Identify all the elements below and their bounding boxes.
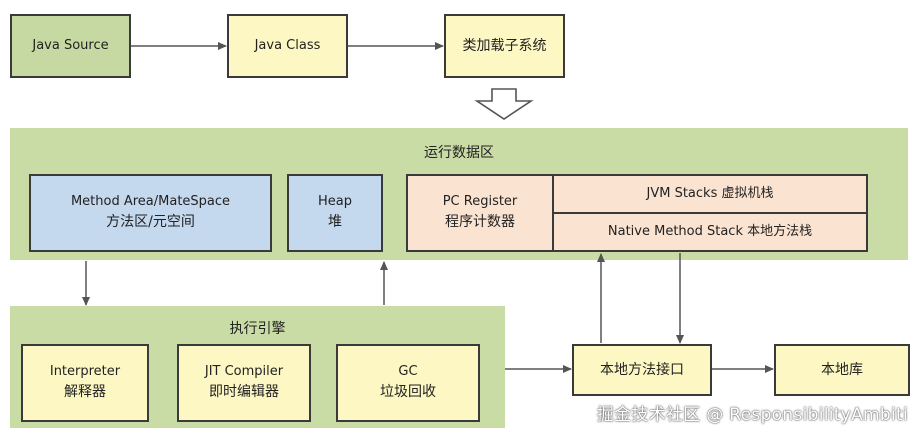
native-library-box: 本地库 xyxy=(774,344,910,396)
gc-box: GC 垃圾回收 xyxy=(336,344,480,422)
pc-register-label-en: PC Register xyxy=(442,194,518,210)
jit-compiler-label-en: JIT Compiler xyxy=(204,364,284,380)
method-area-label-cn: 方法区/元空间 xyxy=(106,214,195,231)
jvm-stacks-label: JVM Stacks 虚拟机栈 xyxy=(646,185,774,201)
method-area-label-en: Method Area/MateSpace xyxy=(70,194,231,210)
heap-label-en: Heap xyxy=(318,194,352,210)
runtime-data-area-title: 运行数据区 xyxy=(424,145,494,161)
gc-label-cn: 垃圾回收 xyxy=(380,384,436,401)
interpreter-label-cn: 解释器 xyxy=(64,384,106,401)
native-method-stack-box: Native Method Stack 本地方法栈 xyxy=(552,212,868,252)
java-source-box: Java Source xyxy=(10,14,131,78)
native-library-label: 本地库 xyxy=(821,361,863,378)
native-interface-box: 本地方法接口 xyxy=(572,344,712,396)
native-method-stack-label: Native Method Stack 本地方法栈 xyxy=(607,223,813,239)
method-area-box: Method Area/MateSpace 方法区/元空间 xyxy=(29,174,272,252)
pc-register-label-cn: 程序计数器 xyxy=(445,214,515,231)
loader-down-hollow-arrow xyxy=(474,88,534,120)
java-source-label: Java Source xyxy=(32,37,109,53)
execution-engine-title: 执行引擎 xyxy=(229,321,286,337)
jit-compiler-box: JIT Compiler 即时编辑器 xyxy=(177,344,311,422)
java-class-box: Java Class xyxy=(227,14,348,78)
gc-label-en: GC xyxy=(398,364,418,380)
interpreter-box: Interpreter 解释器 xyxy=(21,344,149,422)
class-loader-label: 类加载子系统 xyxy=(462,37,547,54)
native-interface-label: 本地方法接口 xyxy=(600,361,684,378)
class-loader-box: 类加载子系统 xyxy=(444,14,565,78)
interpreter-label-en: Interpreter xyxy=(49,364,121,380)
heap-label-cn: 堆 xyxy=(328,214,342,231)
heap-box: Heap 堆 xyxy=(287,174,383,252)
pc-register-box: PC Register 程序计数器 xyxy=(406,174,554,252)
java-class-label: Java Class xyxy=(254,37,321,53)
watermark-text: 掘金技术社区 @ ResponsibilityAmbiti xyxy=(596,405,908,425)
jit-compiler-label-cn: 即时编辑器 xyxy=(209,384,279,401)
